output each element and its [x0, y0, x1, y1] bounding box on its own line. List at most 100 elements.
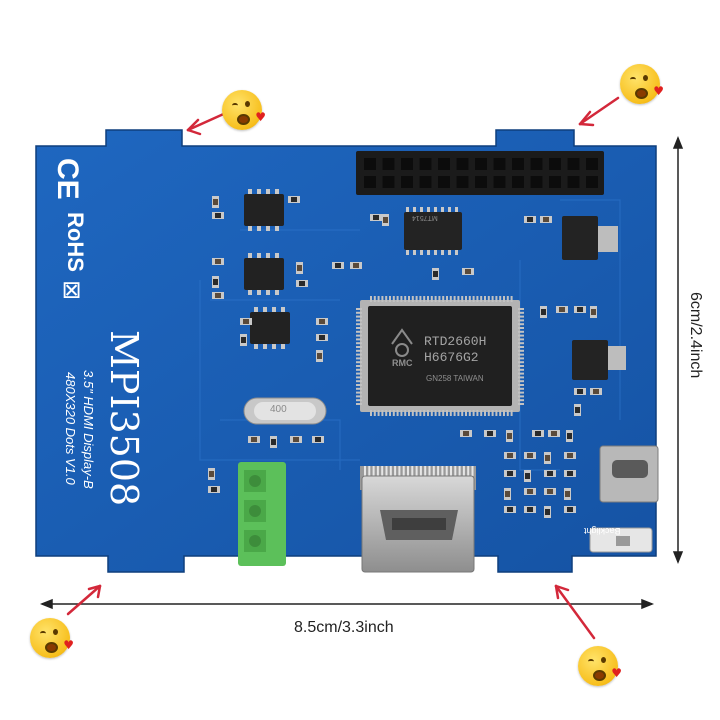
header-pin — [493, 176, 506, 188]
chip-leg — [434, 207, 437, 212]
chip-pin — [484, 410, 486, 416]
smd-body — [527, 217, 533, 222]
smd-body — [545, 455, 550, 461]
header-pin — [382, 158, 395, 170]
chip-pin — [423, 296, 426, 302]
chip-leg — [266, 189, 270, 194]
chip-pin — [356, 323, 362, 326]
chip-pin — [415, 296, 418, 302]
chip-pin — [396, 296, 399, 302]
smd-body — [241, 337, 246, 343]
chip-leg — [427, 207, 430, 212]
hdmi-pin — [458, 466, 461, 476]
chip-pin — [491, 296, 494, 302]
chip-pin — [518, 330, 524, 333]
smd-body — [551, 431, 557, 436]
hdmi-pin — [462, 466, 465, 476]
chip-pin — [453, 296, 456, 302]
chip-pin — [468, 410, 471, 416]
header-pin — [419, 176, 432, 188]
smd-body — [507, 471, 513, 476]
ce-mark: CE — [51, 158, 84, 200]
chip-pin — [356, 357, 362, 360]
chip-pin — [518, 349, 524, 352]
chip-leg — [272, 307, 276, 312]
chip-pin — [518, 308, 524, 310]
smd-body — [577, 307, 583, 312]
hdmi-pin — [467, 466, 470, 476]
chip-leg — [448, 250, 451, 255]
chip-pin — [389, 410, 391, 416]
voltage-regulator-1 — [562, 216, 618, 260]
chip-pin — [392, 410, 395, 416]
chip-pin — [427, 410, 429, 416]
hdmi-pin — [381, 466, 384, 476]
chip-pin — [487, 296, 490, 302]
chip-pin — [495, 410, 498, 416]
hdmi-pin — [372, 466, 375, 476]
chip-leg — [441, 250, 444, 255]
chip-pin — [487, 410, 490, 416]
chip-pin — [510, 410, 513, 416]
header-pin — [549, 158, 561, 170]
chip-pin — [446, 410, 448, 416]
chip-pin — [381, 410, 384, 416]
chip-pin — [434, 296, 437, 302]
audio-terminal-block — [238, 462, 286, 566]
chip-pin — [356, 387, 362, 390]
smd-body — [465, 269, 471, 274]
chip-pin — [468, 296, 471, 302]
chip-pin — [518, 403, 524, 405]
chip-pin — [518, 365, 524, 367]
weee-bin-icon: ⊠ — [58, 279, 86, 301]
chip-pin — [438, 410, 441, 416]
chip-pin — [356, 403, 362, 405]
smd-body — [559, 307, 565, 312]
chip-pin — [370, 410, 372, 416]
chip-pin — [356, 342, 362, 345]
chip-pin — [419, 296, 422, 302]
header-pin — [364, 158, 376, 170]
chip-pin — [476, 410, 479, 416]
chip-pin — [484, 296, 486, 302]
chip-pin — [423, 410, 426, 416]
chip-leg — [406, 250, 409, 255]
smd-body — [373, 215, 379, 220]
smd-body — [565, 491, 570, 497]
chip-pin — [392, 296, 395, 302]
smd-body — [213, 279, 218, 285]
smd-body — [505, 491, 510, 497]
chip-leg — [266, 253, 270, 258]
chip-pin — [404, 410, 407, 416]
header-pin — [401, 158, 413, 170]
chip-leg — [254, 344, 258, 349]
chip-leg — [257, 290, 261, 295]
chip-pin — [518, 323, 524, 326]
chip-pin — [430, 296, 433, 302]
small-chip-text: MT7514 — [412, 214, 438, 221]
chip-pin — [503, 410, 505, 416]
micro-usb-port — [599, 445, 659, 503]
hdmi-pin — [437, 466, 440, 476]
chip-pin — [446, 296, 448, 302]
smd-chip-1 — [244, 194, 284, 226]
smd-body — [567, 453, 573, 458]
height-label: 6cm/2.4inch — [687, 292, 704, 379]
crystal-marking: 400 — [270, 404, 287, 415]
chip-leg — [281, 307, 285, 312]
chip-leg — [413, 207, 416, 212]
smd-body — [527, 453, 533, 458]
smd-body — [353, 263, 359, 268]
width-dimension-line — [39, 598, 655, 610]
chip-pin — [465, 296, 467, 302]
chip-pin — [518, 346, 524, 348]
chip-leg — [263, 307, 267, 312]
smd-legs — [248, 189, 458, 349]
chip-pin — [453, 410, 456, 416]
pcb-board — [35, 129, 657, 573]
chip-pin — [518, 395, 524, 398]
chip-pin — [356, 327, 362, 329]
smd-body — [547, 471, 553, 476]
chip-leg — [275, 226, 279, 231]
height-dimension-line — [672, 135, 684, 565]
